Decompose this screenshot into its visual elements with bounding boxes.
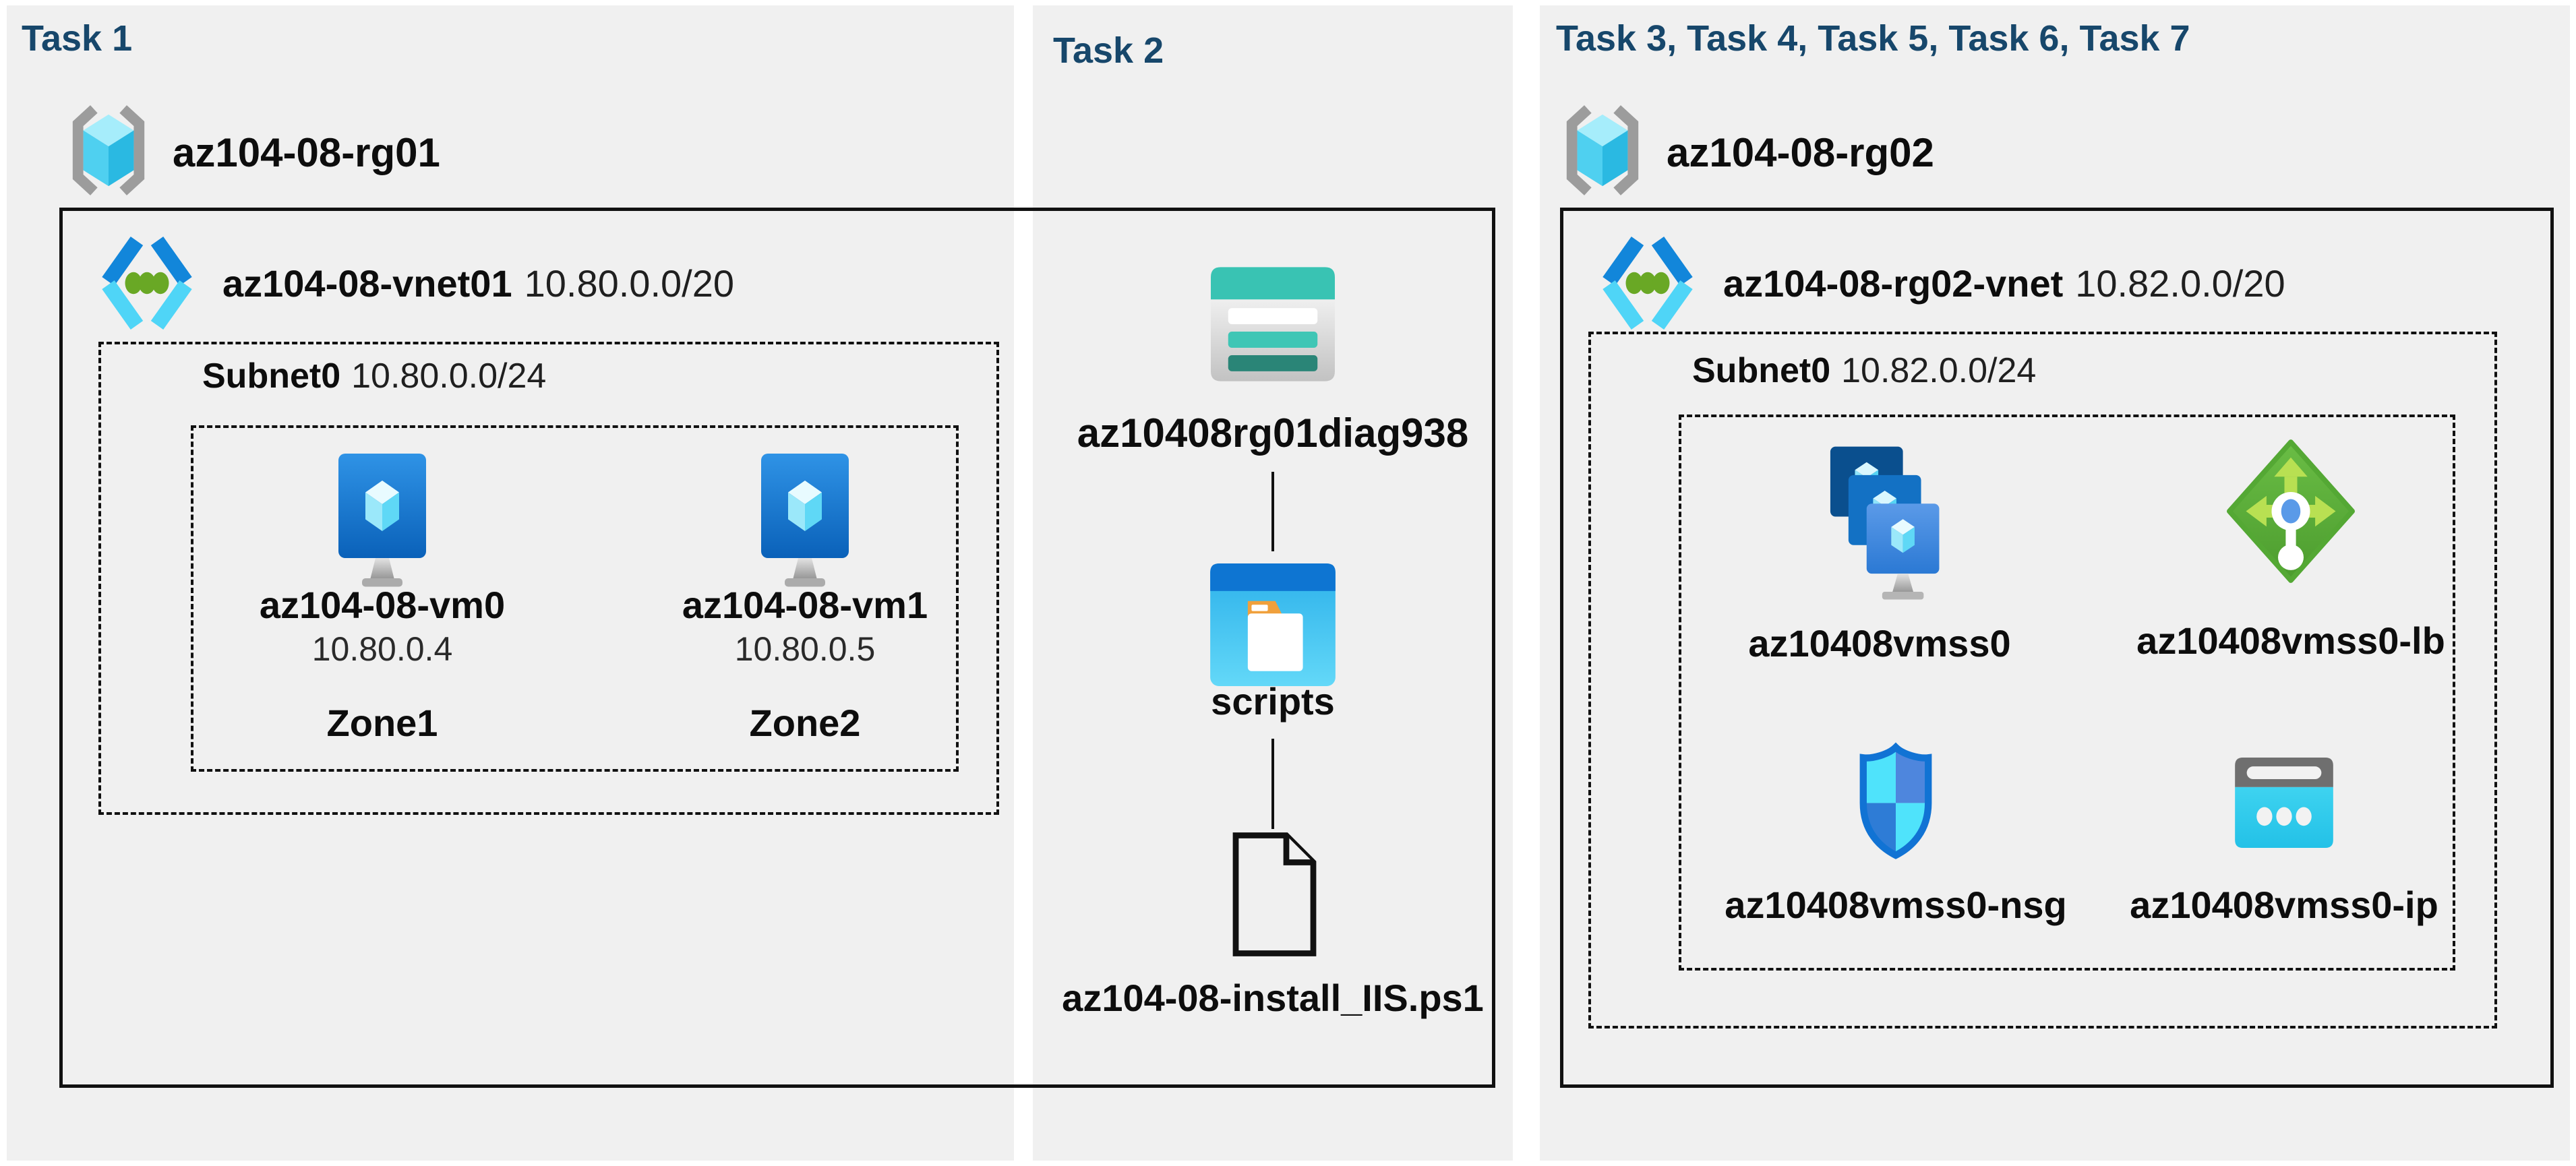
storage-to-container-connector: [1271, 472, 1274, 551]
script-file-icon: [1222, 830, 1323, 958]
task1-title: Task 1: [22, 18, 133, 59]
vm0-ip: 10.80.0.4: [311, 630, 453, 668]
vm0-zone: Zone1: [326, 702, 438, 744]
task3-subnet-name: Subnet0: [1692, 351, 1831, 390]
load-balancer-icon: [2227, 439, 2355, 583]
task1-subnet-cidr: 10.80.0.0/24: [351, 357, 547, 396]
public-ip-icon: [2235, 758, 2333, 848]
task1-vnet-name: az104-08-vnet01: [222, 262, 512, 305]
vm-icon: [332, 450, 433, 588]
task1-subnet-box: [98, 342, 999, 815]
vnet-icon: [1594, 233, 1702, 334]
task3-resource-group-name: az104-08-rg02: [1667, 130, 1934, 175]
nsg-icon: [1854, 741, 1938, 860]
task1-subnet-label: Subnet0 10.80.0.0/24: [202, 356, 546, 396]
load-balancer-name: az10408vmss0-lb: [2136, 619, 2445, 662]
task3-resources-box: [1679, 415, 2455, 971]
nsg-name: az10408vmss0-nsg: [1725, 884, 2067, 926]
vmss-icon: [1812, 446, 1947, 603]
task3-vnet-boundary-box: [1560, 208, 2554, 1088]
task1-vm-zone-box: [191, 425, 959, 772]
task3-subnet-label: Subnet0 10.82.0.0/24: [1692, 350, 2036, 391]
task3-vnet-cidr: 10.82.0.0/20: [2075, 262, 2285, 305]
task1-vnet-cidr: 10.80.0.0/20: [524, 262, 734, 305]
vmss-name: az10408vmss0: [1748, 622, 2011, 665]
task1-panel: [7, 5, 1014, 1161]
task1-subnet-name: Subnet0: [202, 357, 341, 396]
container-to-file-connector: [1271, 739, 1274, 829]
task1-vnet-boundary-box: [59, 208, 1495, 1088]
vm0-name: az104-08-vm0: [259, 584, 506, 626]
storage-account-name: az10408rg01diag938: [1077, 410, 1469, 456]
vnet-icon: [93, 233, 201, 334]
script-file-name: az104-08-install_IIS.ps1: [1062, 977, 1484, 1019]
vm-icon: [754, 450, 856, 588]
task3-subnet-box: [1588, 332, 2497, 1029]
task1-resource-group-name: az104-08-rg01: [173, 130, 440, 175]
task3-title: Task 3, Task 4, Task 5, Task 6, Task 7: [1556, 18, 2190, 59]
task3-vnet-label: az104-08-rg02-vnet 10.82.0.0/20: [1723, 262, 2285, 305]
task3-vnet-name: az104-08-rg02-vnet: [1723, 262, 2064, 305]
blob-container-icon: [1210, 563, 1336, 686]
vm1-ip: 10.80.0.5: [734, 630, 876, 668]
resource-group-icon: [65, 101, 152, 200]
task2-title: Task 2: [1053, 30, 1164, 71]
task1-vnet-label: az104-08-vnet01 10.80.0.0/20: [222, 262, 734, 305]
storage-account-icon: [1211, 267, 1335, 381]
vm1-zone: Zone2: [749, 702, 861, 744]
resource-group-icon: [1559, 101, 1646, 200]
task3-subnet-cidr: 10.82.0.0/24: [1841, 351, 2037, 390]
public-ip-name: az10408vmss0-ip: [2130, 884, 2438, 926]
container-name: scripts: [1211, 680, 1335, 723]
vm1-name: az104-08-vm1: [682, 584, 928, 626]
